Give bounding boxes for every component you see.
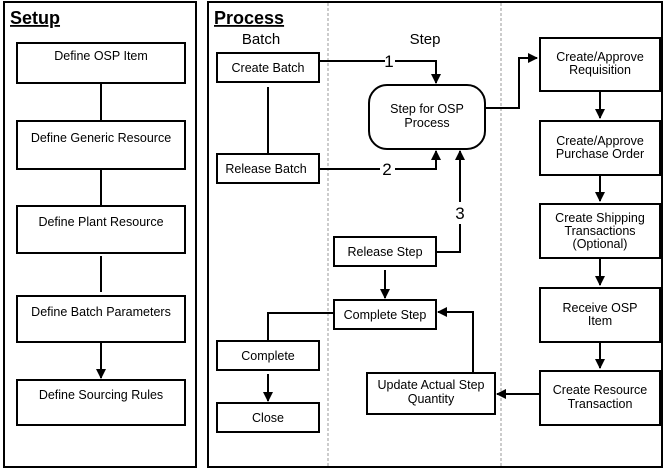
node-create-resource-transaction[interactable] bbox=[539, 370, 661, 426]
node-label: Create/Approve bbox=[556, 50, 644, 64]
node-label: Update Actual Step bbox=[377, 378, 484, 392]
node-release-batch[interactable] bbox=[216, 153, 320, 184]
setup-step-label: Define OSP Item bbox=[54, 49, 148, 63]
node-label: Quantity bbox=[408, 392, 455, 406]
node-create-shipping-transactions[interactable] bbox=[539, 203, 661, 259]
connector-label-2: 2 bbox=[382, 160, 391, 179]
setup-step-define-osp-item[interactable] bbox=[16, 42, 186, 84]
node-label: Transaction bbox=[568, 397, 633, 411]
setup-step-label: Define Plant Resource bbox=[38, 215, 163, 229]
setup-step-define-plant-resource[interactable] bbox=[16, 205, 186, 254]
node-update-actual-step-quantity[interactable] bbox=[366, 372, 496, 415]
node-label: Create/Approve bbox=[556, 134, 644, 148]
node-label: Create Batch bbox=[232, 61, 305, 75]
node-label: Requisition bbox=[569, 63, 631, 77]
setup-step-define-generic-resource[interactable] bbox=[16, 120, 186, 170]
node-release-step[interactable] bbox=[333, 236, 437, 267]
node-label: Complete bbox=[241, 349, 295, 363]
connector bbox=[267, 312, 334, 341]
arrow-connector bbox=[437, 307, 474, 373]
node-label: Receive OSP bbox=[562, 301, 637, 315]
node-create-approve-purchase-order[interactable] bbox=[539, 120, 661, 176]
process-title: Process bbox=[214, 8, 284, 28]
connector-1-arrow bbox=[395, 60, 441, 84]
arrow-connector bbox=[485, 53, 538, 109]
node-label: Item bbox=[588, 314, 612, 328]
node-label: Step for OSP bbox=[390, 102, 464, 116]
connector-2-arrow bbox=[395, 150, 441, 170]
node-label: Release Step bbox=[347, 245, 422, 259]
node-create-approve-requisition[interactable] bbox=[539, 37, 661, 92]
setup-title: Setup bbox=[10, 8, 60, 28]
node-label: Process bbox=[404, 116, 449, 130]
node-label: Purchase Order bbox=[556, 147, 644, 161]
node-label: Create Resource bbox=[553, 383, 648, 397]
lane-header-step: Step bbox=[410, 31, 441, 48]
setup-step-define-batch-parameters[interactable] bbox=[16, 295, 186, 343]
connector-3 bbox=[436, 224, 461, 253]
connector-label-3: 3 bbox=[455, 204, 464, 223]
setup-step-label: Define Batch Parameters bbox=[31, 305, 171, 319]
setup-step-label: Define Generic Resource bbox=[31, 131, 171, 145]
setup-step-label: Define Sourcing Rules bbox=[39, 388, 163, 402]
node-create-batch[interactable] bbox=[216, 52, 320, 83]
connector-label-1: 1 bbox=[384, 52, 393, 71]
node-label: Create Shipping bbox=[555, 211, 645, 225]
node-close[interactable] bbox=[216, 402, 320, 433]
node-label: Transactions bbox=[564, 224, 635, 238]
node-complete-step[interactable] bbox=[333, 299, 437, 330]
lane-header-batch: Batch bbox=[242, 31, 280, 48]
node-receive-osp-item[interactable] bbox=[539, 287, 661, 343]
node-label: Release Batch bbox=[225, 162, 306, 176]
setup-step-define-sourcing-rules[interactable] bbox=[16, 379, 186, 426]
node-step-for-osp-process[interactable] bbox=[368, 84, 486, 150]
node-label: Close bbox=[252, 411, 284, 425]
node-label: Complete Step bbox=[344, 308, 427, 322]
node-label: (Optional) bbox=[573, 237, 628, 251]
